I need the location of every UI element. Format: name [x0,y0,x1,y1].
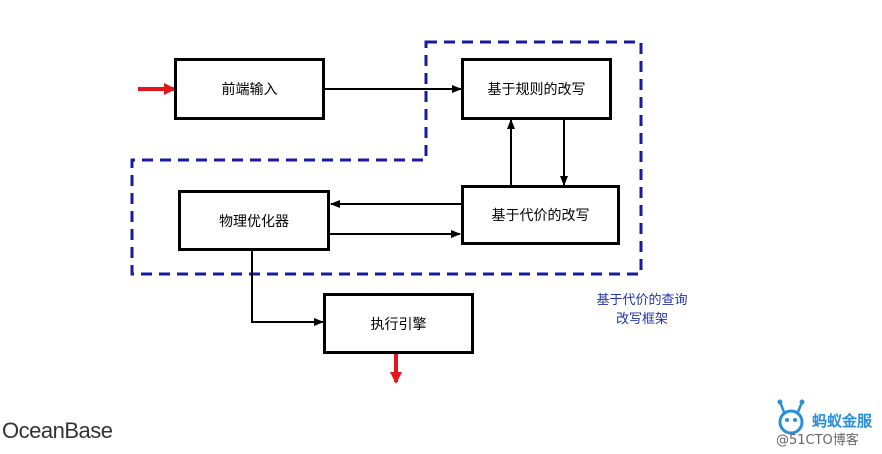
node-execution-engine-label: 执行引擎 [370,316,427,333]
ant-financial-brand: 蚂蚁金服 [812,412,873,430]
frame-label-line1: 基于代价的查询 [596,293,688,308]
node-execution-engine: 执行引擎 [323,293,474,354]
frame-label: 基于代价的查询 改写框架 [572,291,712,329]
edge-physical-to-engine [251,251,324,326]
oceanbase-brand: OceanBase [2,418,113,443]
rewrite-framework-frame [130,40,643,276]
node-frontend-input: 前端输入 [174,58,325,120]
node-cost-rewrite-label: 基于代价的改写 [491,208,590,224]
node-cost-rewrite: 基于代价的改写 [461,185,620,245]
node-frontend-input-label: 前端输入 [221,82,278,98]
node-physical-optimizer: 物理优化器 [178,190,330,251]
node-rule-rewrite: 基于规则的改写 [461,58,612,120]
frame-label-line2: 改写框架 [615,312,668,327]
watermark-text: @51CTO博客 [776,433,859,448]
ant-logo-icon [777,399,805,435]
node-rule-rewrite-label: 基于规则的改写 [487,82,586,98]
node-physical-optimizer-label: 物理优化器 [219,213,289,230]
